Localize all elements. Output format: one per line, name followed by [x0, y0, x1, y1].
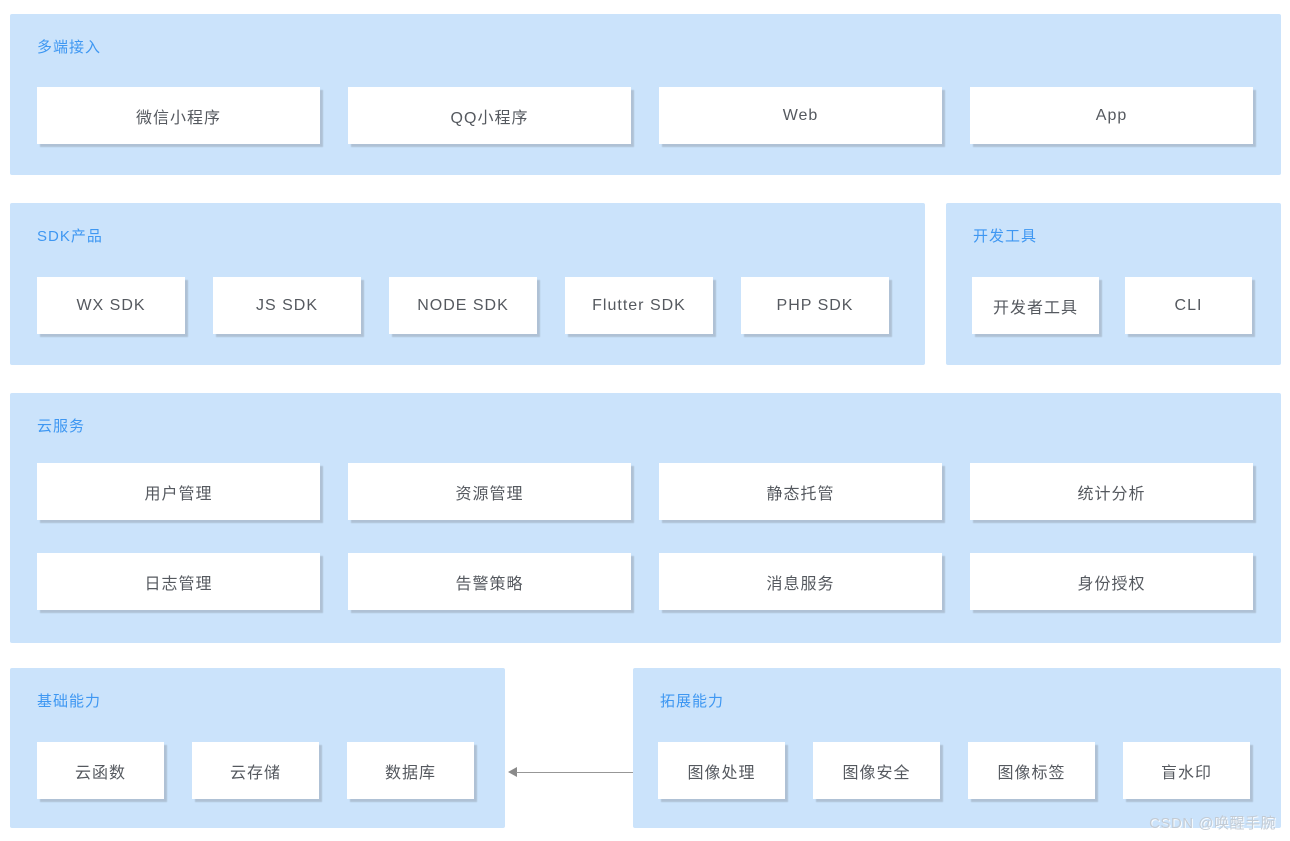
node-php-sdk: PHP SDK	[741, 277, 889, 334]
node-alert-policy: 告警策略	[348, 553, 631, 610]
node-qq-mini-program: QQ小程序	[348, 87, 631, 144]
panel-dev-tools: 开发工具 开发者工具 CLI	[946, 203, 1281, 365]
arrow-left-head-icon	[508, 767, 517, 777]
node-image-tagging: 图像标签	[968, 742, 1095, 799]
panel-sdk-products: SDK产品 WX SDK JS SDK NODE SDK Flutter SDK…	[10, 203, 925, 365]
node-app: App	[970, 87, 1253, 144]
panel-cloud-services: 云服务 用户管理 资源管理 静态托管 统计分析 日志管理 告警策略 消息服务 身…	[10, 393, 1281, 643]
node-database: 数据库	[347, 742, 474, 799]
node-wechat-mini-program: 微信小程序	[37, 87, 320, 144]
node-image-security: 图像安全	[813, 742, 940, 799]
node-image-processing: 图像处理	[658, 742, 785, 799]
node-static-hosting: 静态托管	[659, 463, 942, 520]
node-web: Web	[659, 87, 942, 144]
node-blind-watermark: 盲水印	[1123, 742, 1250, 799]
panel-extended-capabilities-title: 拓展能力	[660, 693, 725, 710]
panel-base-capabilities: 基础能力 云函数 云存储 数据库	[10, 668, 505, 828]
node-wx-sdk: WX SDK	[37, 277, 185, 334]
panel-multi-access-title: 多端接入	[37, 39, 102, 56]
node-flutter-sdk: Flutter SDK	[565, 277, 713, 334]
panel-sdk-products-title: SDK产品	[37, 228, 103, 245]
arrow-line	[516, 772, 633, 773]
watermark-text: CSDN @唤醒手腕	[1149, 815, 1276, 832]
node-message-service: 消息服务	[659, 553, 942, 610]
node-user-management: 用户管理	[37, 463, 320, 520]
panel-dev-tools-title: 开发工具	[973, 228, 1038, 245]
node-cloud-storage: 云存储	[192, 742, 319, 799]
node-cli: CLI	[1125, 277, 1252, 334]
panel-multi-access: 多端接入 微信小程序 QQ小程序 Web App	[10, 14, 1281, 175]
node-identity-auth: 身份授权	[970, 553, 1253, 610]
node-js-sdk: JS SDK	[213, 277, 361, 334]
panel-base-capabilities-title: 基础能力	[37, 693, 102, 710]
node-developer-tools: 开发者工具	[972, 277, 1099, 334]
node-statistics-analysis: 统计分析	[970, 463, 1253, 520]
node-cloud-function: 云函数	[37, 742, 164, 799]
node-node-sdk: NODE SDK	[389, 277, 537, 334]
panel-extended-capabilities: 拓展能力 图像处理 图像安全 图像标签 盲水印	[633, 668, 1281, 828]
node-log-management: 日志管理	[37, 553, 320, 610]
arrow-extended-to-base	[508, 766, 633, 780]
panel-cloud-services-title: 云服务	[37, 418, 86, 435]
node-resource-management: 资源管理	[348, 463, 631, 520]
